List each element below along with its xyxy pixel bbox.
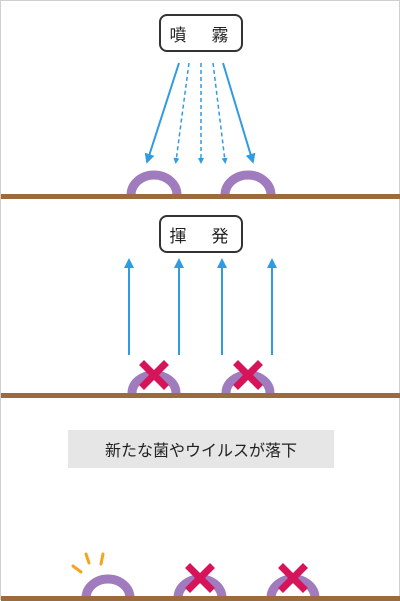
cross-icon — [185, 563, 215, 593]
spark-icon — [71, 552, 105, 574]
cross-icon — [233, 360, 263, 390]
spray-arrows — [144, 62, 256, 164]
fall-caption: 新たな菌やウイルスが落下 — [68, 430, 334, 468]
spray-germs — [126, 170, 276, 196]
germ-icon — [81, 574, 135, 599]
evaporate-arrows — [124, 258, 277, 355]
cross-icon — [278, 563, 308, 593]
shelf-line-top — [1, 194, 400, 199]
spray-label: 噴 霧 — [159, 14, 243, 52]
shelf-line-middle — [1, 393, 400, 398]
fall-germs — [71, 552, 320, 599]
germ-icon — [126, 170, 182, 196]
evaporate-germs — [127, 360, 275, 394]
cross-icon — [139, 360, 169, 390]
spray-arrow-inner-right — [212, 62, 228, 164]
shelf-line-bottom — [1, 596, 400, 601]
spray-arrow-right — [222, 62, 256, 164]
germ-icon — [220, 170, 276, 196]
evaporate-label: 揮 発 — [159, 215, 243, 253]
spray-arrow-inner-left — [173, 62, 190, 164]
spray-arrow-left — [144, 62, 180, 164]
